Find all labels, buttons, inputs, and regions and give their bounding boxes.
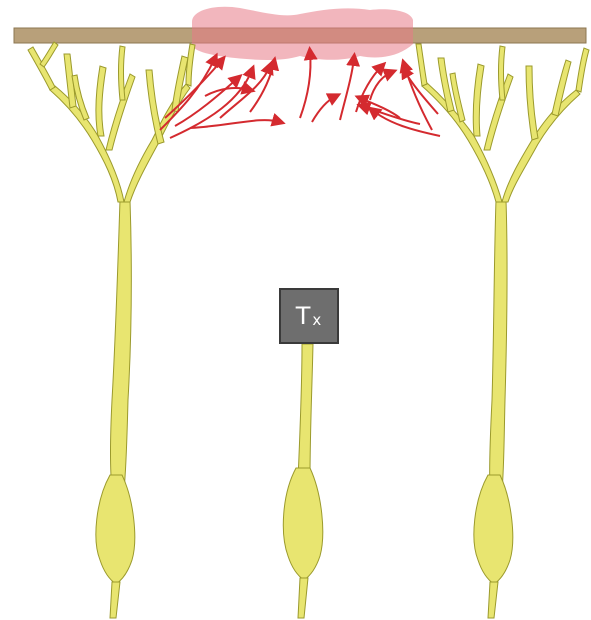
- migration-arrows: [160, 52, 440, 138]
- arrow: [165, 60, 222, 118]
- arrow: [250, 62, 274, 112]
- left-soma: [96, 475, 135, 584]
- tx-label-subscript: x: [312, 311, 322, 329]
- arrow: [312, 96, 336, 122]
- right-soma: [474, 475, 513, 584]
- arrow: [300, 52, 311, 118]
- right-axon: [490, 200, 507, 490]
- red-highlight-region: [192, 7, 413, 60]
- right-neuron: [416, 44, 589, 618]
- center-soma: [283, 468, 322, 580]
- tx-label-main: T: [296, 302, 312, 330]
- center-neuron: [283, 344, 322, 618]
- arrow: [205, 88, 250, 96]
- arrow: [340, 58, 354, 120]
- left-axon: [111, 200, 132, 490]
- left-neuron: [28, 42, 195, 618]
- center-axon: [298, 344, 313, 480]
